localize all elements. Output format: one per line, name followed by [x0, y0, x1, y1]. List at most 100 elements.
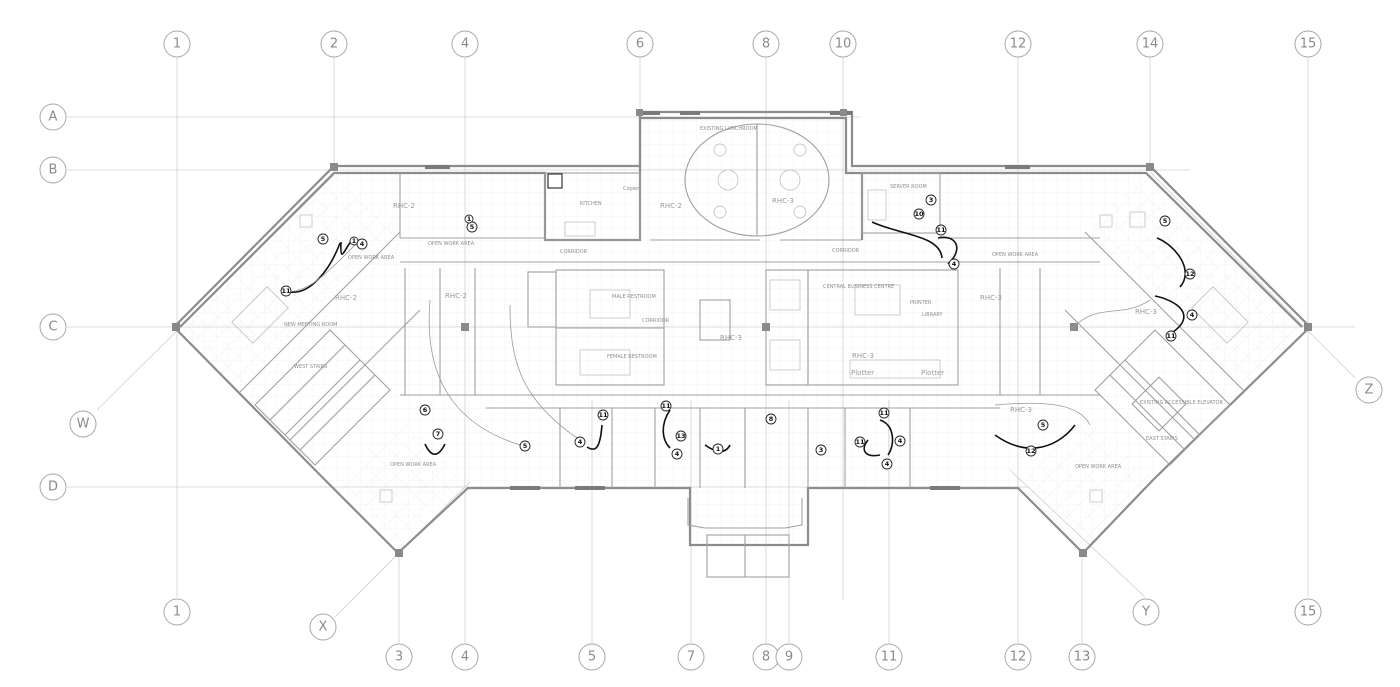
svg-text:4: 4: [952, 260, 957, 268]
circuit-tag: 4: [671, 448, 683, 460]
circuit-tag: 11: [660, 400, 672, 412]
svg-text:8: 8: [769, 415, 774, 423]
svg-text:13: 13: [676, 432, 685, 440]
svg-text:X: X: [319, 620, 328, 635]
grid-bubble: 4: [451, 30, 479, 58]
room-label-rhc3: RHC-3: [772, 197, 794, 205]
grid-bubble: 4: [451, 643, 479, 671]
svg-text:15: 15: [1300, 605, 1317, 620]
interior-partitions: [239, 123, 1246, 578]
svg-text:A: A: [49, 110, 58, 125]
svg-text:4: 4: [578, 438, 583, 446]
circuit-tag: 4: [1186, 309, 1198, 321]
room-label-open-work-area: OPEN WORK AREA: [428, 241, 475, 247]
svg-text:14: 14: [1142, 37, 1159, 52]
svg-text:11: 11: [855, 438, 865, 446]
circuit-tag: 11: [597, 409, 609, 421]
room-labels: EXISTING LUNCHROOM RHC-2 RHC-2 RHC-2 RHC…: [284, 126, 1223, 470]
room-label-server-room: SERVER ROOM: [890, 184, 927, 190]
svg-text:11: 11: [936, 226, 946, 234]
svg-text:11: 11: [881, 650, 898, 665]
circuit-tag: 11: [935, 224, 947, 236]
svg-text:12: 12: [1010, 37, 1027, 52]
grid-bubble: Z: [1355, 376, 1383, 404]
circuit-tag: 13: [675, 430, 687, 442]
svg-text:W: W: [77, 417, 90, 432]
grid-bubbles-top: 1 2 4 6 8 10 12 14 15: [163, 30, 1322, 58]
circuit-tag: 10: [913, 208, 925, 220]
svg-text:3: 3: [395, 650, 403, 665]
svg-text:4: 4: [461, 650, 469, 665]
grid-bubble: 2: [320, 30, 348, 58]
room-label-rhc2: RHC-2: [445, 292, 467, 300]
circuit-tag: 1: [712, 443, 724, 455]
circuit-tag: 3: [815, 444, 827, 456]
svg-text:1: 1: [173, 37, 181, 52]
svg-text:12: 12: [1010, 650, 1027, 665]
svg-text:8: 8: [762, 37, 770, 52]
svg-text:13: 13: [1074, 650, 1091, 665]
circuit-tag: 7: [432, 428, 444, 440]
columns: [172, 109, 1312, 557]
room-label-business-centre: CENTRAL BUSINESS CENTRE: [823, 284, 894, 290]
circuit-tag: 5: [519, 440, 531, 452]
room-label-west-stairs: WEST STAIRS: [294, 364, 327, 370]
svg-text:15: 15: [1300, 37, 1317, 52]
svg-text:4: 4: [461, 37, 469, 52]
svg-text:7: 7: [436, 430, 441, 438]
svg-text:1: 1: [352, 237, 357, 245]
room-label-female-restroom: FEMALE RESTROOM: [607, 354, 657, 360]
grid-bubbles-left: A B C D: [39, 103, 67, 501]
svg-text:Z: Z: [1365, 383, 1374, 398]
grid-bubble: 8: [752, 30, 780, 58]
room-label-printer: PRINTER: [910, 300, 932, 306]
grid-bubble: 9: [775, 643, 803, 671]
grid-bubble: C: [39, 313, 67, 341]
room-label-open-work-area: OPEN WORK AREA: [1075, 464, 1122, 470]
svg-text:4: 4: [898, 437, 903, 445]
grid-bubble: 12: [1004, 643, 1032, 671]
grid-bubble: 11: [875, 643, 903, 671]
room-label-elevator: EXISTING ACCESSIBLE ELEVATOR: [1140, 400, 1223, 406]
circuit-tags: 5 1 4 11 5 7 6 4 11 5 11 4 13 1 8 3 11 4…: [280, 194, 1198, 470]
svg-text:6: 6: [423, 406, 428, 414]
grid-bubble: 13: [1068, 643, 1096, 671]
svg-text:11: 11: [598, 411, 608, 419]
svg-text:9: 9: [785, 650, 793, 665]
room-label-rhc2: RHC-2: [660, 202, 682, 210]
circuit-tag: 11: [878, 407, 890, 419]
room-label-rhc2: RHC-2: [335, 294, 357, 302]
svg-text:11: 11: [879, 409, 889, 417]
svg-text:1: 1: [173, 605, 181, 620]
svg-text:2: 2: [330, 37, 338, 52]
circuit-tag: 4: [356, 238, 368, 250]
circuit-tag: 5: [1037, 419, 1049, 431]
grid-bubble: 6: [626, 30, 654, 58]
svg-text:5: 5: [321, 235, 326, 243]
svg-text:4: 4: [885, 460, 890, 468]
room-label-rhc3: RHC-3: [1135, 308, 1157, 316]
svg-text:5: 5: [588, 650, 596, 665]
svg-text:10: 10: [914, 210, 924, 218]
room-label-rhc3: RHC-3: [1010, 406, 1032, 414]
svg-text:C: C: [48, 320, 57, 335]
grid-bubble: Y: [1132, 598, 1160, 626]
svg-text:12: 12: [1026, 447, 1035, 455]
room-label-rhc3: RHC-3: [980, 294, 1002, 302]
circuit-tag: 1: [464, 214, 474, 224]
grid-bubble: A: [39, 103, 67, 131]
circuit-tag: 5: [317, 233, 329, 245]
svg-text:7: 7: [687, 650, 695, 665]
svg-text:3: 3: [819, 446, 824, 454]
room-label-meeting-room: NEW MEETING ROOM: [284, 322, 337, 328]
room-label-open-work-area: OPEN WORK AREA: [348, 255, 395, 261]
svg-text:11: 11: [661, 402, 671, 410]
room-label-corridor: CORRIDOR: [560, 249, 588, 255]
room-label-copier: Copier: [623, 186, 640, 192]
svg-text:5: 5: [523, 442, 528, 450]
svg-text:4: 4: [675, 450, 680, 458]
svg-text:D: D: [48, 480, 58, 495]
room-label-plotter: Plotter: [851, 369, 874, 377]
grid-bubble: 12: [1004, 30, 1032, 58]
